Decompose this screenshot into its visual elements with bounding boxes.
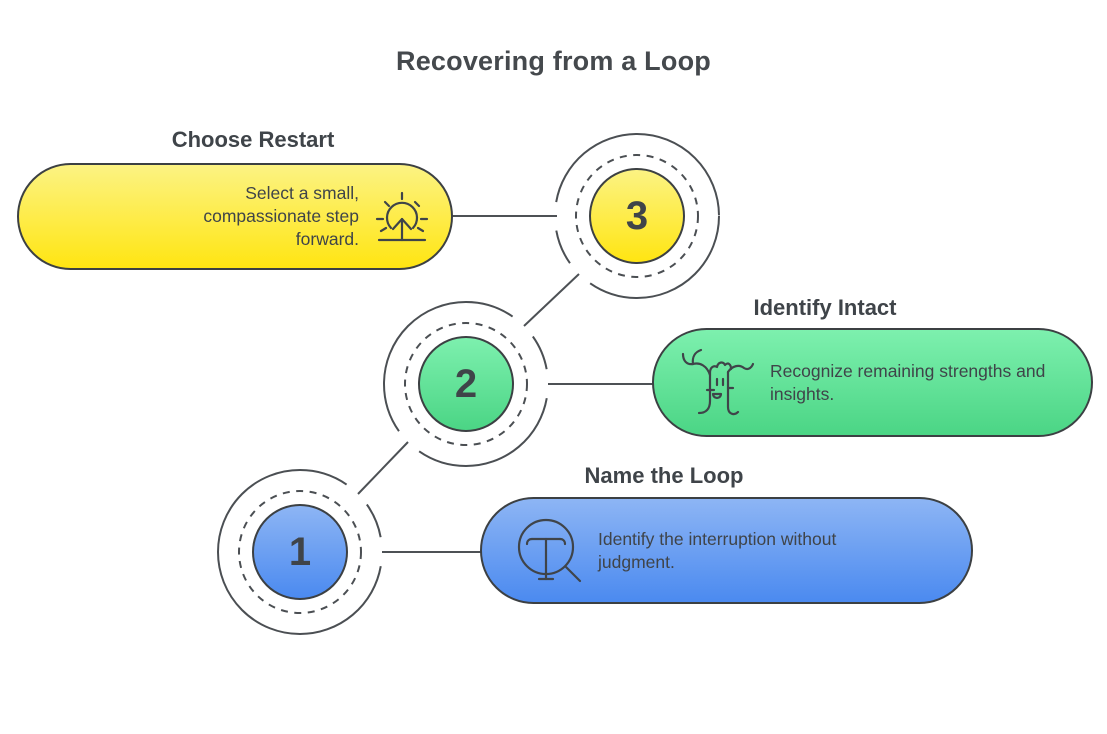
page-title: Recovering from a Loop bbox=[396, 46, 711, 76]
step-2-description: Recognize remaining strengths and insigh… bbox=[770, 360, 1046, 404]
step-2-heading: Identify Intact bbox=[753, 295, 897, 320]
step-1-node: 1 bbox=[252, 504, 348, 600]
connector-node3-node2 bbox=[523, 273, 580, 327]
search-text-icon bbox=[517, 518, 582, 582]
step-3-number: 3 bbox=[625, 193, 649, 238]
step-1-number: 1 bbox=[288, 529, 312, 574]
connector-node2-node1 bbox=[357, 441, 409, 495]
step-1-description: Identify the interruption without judgme… bbox=[598, 528, 837, 572]
step-2-number: 2 bbox=[454, 361, 478, 406]
step-3-node: 3 bbox=[589, 168, 685, 264]
step-1-heading: Name the Loop bbox=[584, 463, 744, 488]
outer-ring-3 bbox=[554, 133, 720, 299]
tree-icon bbox=[681, 348, 755, 415]
step-3-pill: Select a small, compassionate step forwa… bbox=[17, 163, 453, 270]
step-3-description: Select a small, compassionate step forwa… bbox=[203, 183, 359, 249]
outer-ring-1 bbox=[217, 469, 383, 635]
dashed-ring-3 bbox=[575, 154, 699, 278]
step-3-heading: Choose Restart bbox=[171, 127, 335, 152]
step-2-pill: Recognize remaining strengths and insigh… bbox=[652, 328, 1093, 437]
dashed-ring-2 bbox=[404, 322, 528, 446]
step-1-pill: Identify the interruption without judgme… bbox=[480, 497, 973, 604]
step-2-node: 2 bbox=[418, 336, 514, 432]
dashed-ring-1 bbox=[238, 490, 362, 614]
outer-ring-2 bbox=[383, 301, 549, 467]
sunrise-icon bbox=[375, 191, 429, 241]
